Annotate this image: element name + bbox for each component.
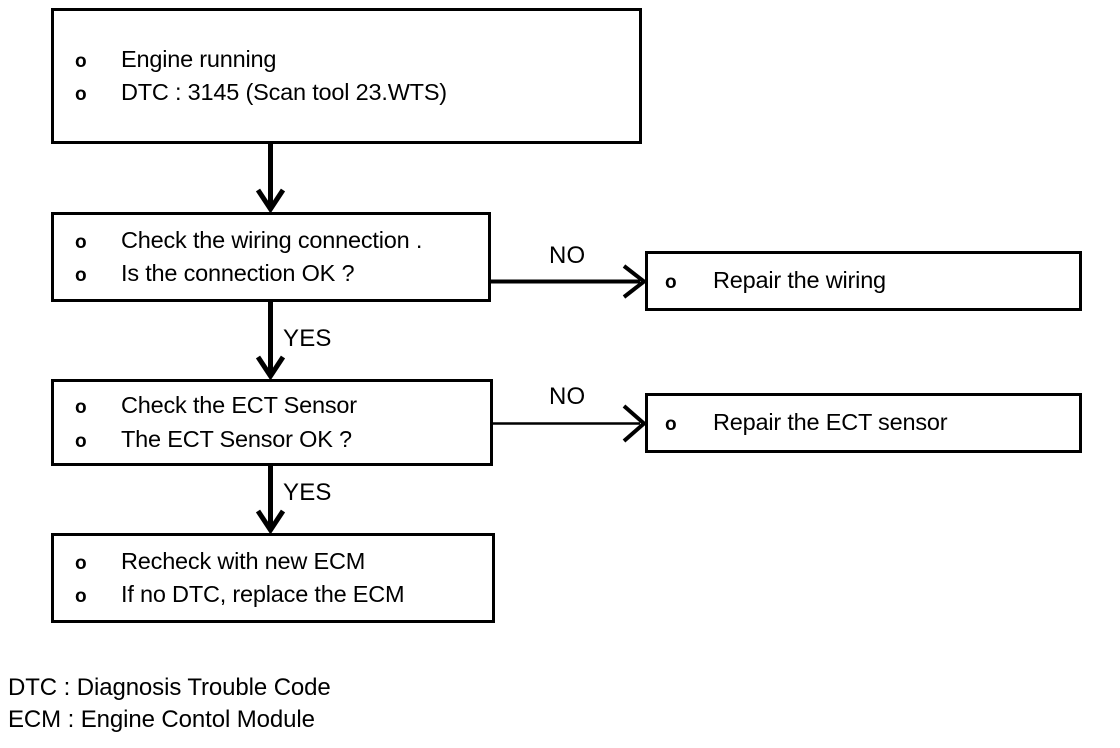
node-engine-running-content: o Engine running o DTC : 3145 (Scan tool… (54, 11, 660, 141)
node-line-text: Check the wiring connection . (121, 226, 423, 253)
node-line: o Recheck with new ECM (75, 545, 513, 578)
node-line: o Repair the wiring (665, 264, 1096, 297)
node-line-text: Repair the ECT sensor (713, 409, 948, 436)
node-line: o If no DTC, replace the ECM (75, 578, 513, 611)
node-line-text: Is the connection OK ? (121, 260, 355, 286)
edge-label-yes-wiring: YES (283, 325, 332, 352)
node-repair-ect-sensor: o Repair the ECT sensor (645, 393, 1082, 453)
bullet-icon: o (75, 231, 87, 253)
bullet-icon: o (75, 265, 87, 286)
bullet-icon: o (75, 586, 87, 607)
arrow-wiring-no (491, 264, 648, 299)
edge-label-yes-ect: YES (283, 479, 332, 506)
node-line: o Check the ECT Sensor (75, 389, 511, 422)
node-check-wiring: o Check the wiring connection . o Is the… (51, 212, 491, 302)
node-check-ect-sensor-content: o Check the ECT Sensor o The ECT Sensor … (54, 382, 511, 463)
node-line-text: If no DTC, replace the ECM (121, 581, 405, 607)
bullet-icon: o (75, 430, 87, 452)
bullet-icon: o (665, 414, 677, 436)
legend-line-ecm: ECM : Engine Contol Module (8, 705, 315, 733)
node-line-text: Engine running (121, 45, 277, 72)
node-line: o Repair the ECT sensor (665, 406, 1096, 439)
arrow-wiring-to-ect (255, 302, 286, 381)
node-line-text: Repair the wiring (713, 267, 886, 294)
bullet-icon: o (665, 272, 677, 294)
node-check-ect-sensor: o Check the ECT Sensor o The ECT Sensor … (51, 379, 493, 466)
bullet-icon: o (75, 50, 87, 72)
edge-label-no-ect: NO (549, 383, 586, 410)
bullet-icon: o (75, 397, 87, 419)
node-line: o The ECT Sensor OK ? (75, 423, 511, 456)
node-line-text: Check the ECT Sensor (121, 392, 357, 419)
node-engine-running: o Engine running o DTC : 3145 (Scan tool… (51, 8, 642, 144)
node-check-wiring-content: o Check the wiring connection . o Is the… (54, 215, 509, 299)
arrow-ect-to-ecm (255, 466, 286, 535)
arrow-engine-to-wiring (255, 143, 286, 214)
arrow-ect-no (493, 404, 648, 443)
node-recheck-ecm: o Recheck with new ECM o If no DTC, repl… (51, 533, 495, 623)
node-repair-wiring: o Repair the wiring (645, 251, 1082, 311)
bullet-icon: o (75, 552, 87, 574)
node-line: o Is the connection OK ? (75, 257, 509, 290)
node-recheck-ecm-content: o Recheck with new ECM o If no DTC, repl… (54, 536, 513, 620)
node-repair-ect-sensor-content: o Repair the ECT sensor (648, 396, 1096, 450)
legend: DTC : Diagnosis Trouble Code ECM : Engin… (8, 672, 608, 735)
node-repair-wiring-content: o Repair the wiring (648, 254, 1096, 308)
legend-line-dtc: DTC : Diagnosis Trouble Code (8, 674, 331, 701)
node-line: o Engine running (75, 43, 660, 76)
bullet-icon: o (75, 84, 87, 105)
edge-label-no-wiring: NO (549, 242, 586, 269)
node-line: o Check the wiring connection . (75, 224, 509, 257)
node-line-text: DTC : 3145 (Scan tool 23.WTS) (121, 79, 447, 105)
node-line: o DTC : 3145 (Scan tool 23.WTS) (75, 76, 660, 109)
node-line-text: The ECT Sensor OK ? (121, 425, 352, 452)
node-line-text: Recheck with new ECM (121, 547, 366, 574)
